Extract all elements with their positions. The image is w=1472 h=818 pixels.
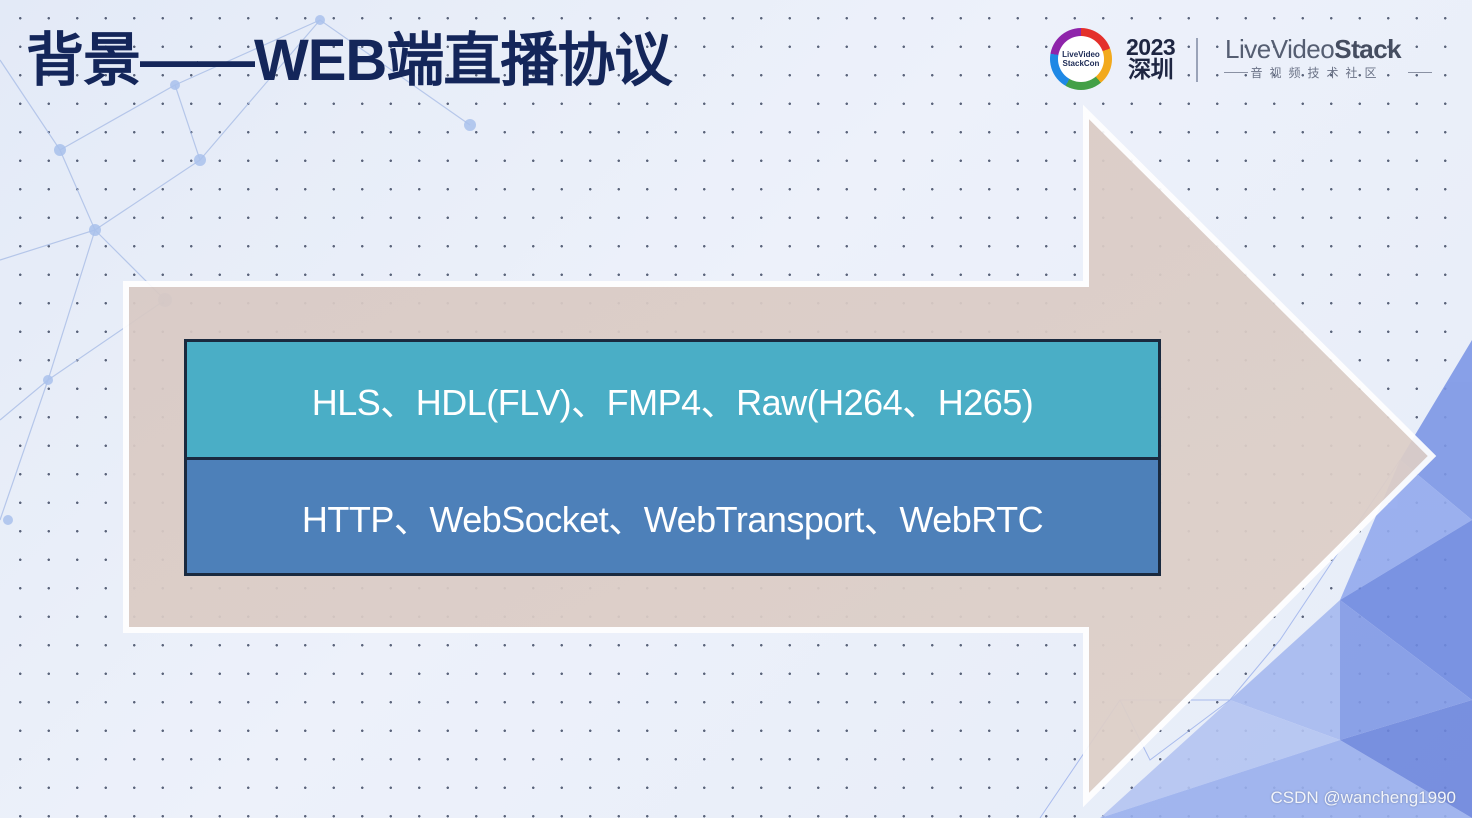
csdn-watermark: CSDN @wancheng1990 bbox=[1271, 788, 1456, 808]
event-year: 2023 bbox=[1126, 36, 1175, 58]
badge-line2: StackCon bbox=[1063, 59, 1100, 68]
badge-line1: LiveVideo bbox=[1062, 50, 1100, 59]
conference-logo-group: LiveVideo StackCon 2023 深圳 LiveVideoStac… bbox=[1050, 28, 1430, 94]
brand-tagline: 音视频技术社区 bbox=[1226, 64, 1408, 81]
brand-name-part1: LiveVideo bbox=[1225, 34, 1334, 64]
formats-layer-band: HLS、HDL(FLV)、FMP4、Raw(H264、H265) bbox=[184, 339, 1161, 460]
transport-layer-text: HTTP、WebSocket、WebTransport、WebRTC bbox=[302, 491, 1043, 543]
event-city: 深圳 bbox=[1126, 58, 1175, 80]
formats-layer-text: HLS、HDL(FLV)、FMP4、Raw(H264、H265) bbox=[312, 374, 1034, 426]
brand-name: LiveVideoStack bbox=[1225, 34, 1401, 65]
event-year-city: 2023 深圳 bbox=[1126, 36, 1175, 80]
livevideostackcon-logo: LiveVideo StackCon bbox=[1050, 28, 1112, 90]
transport-layer-band: HTTP、WebSocket、WebTransport、WebRTC bbox=[184, 457, 1161, 576]
logo-divider bbox=[1196, 38, 1198, 82]
slide-title: 背景——WEB端直播协议 bbox=[26, 26, 671, 96]
brand-name-part2: Stack bbox=[1334, 34, 1401, 64]
